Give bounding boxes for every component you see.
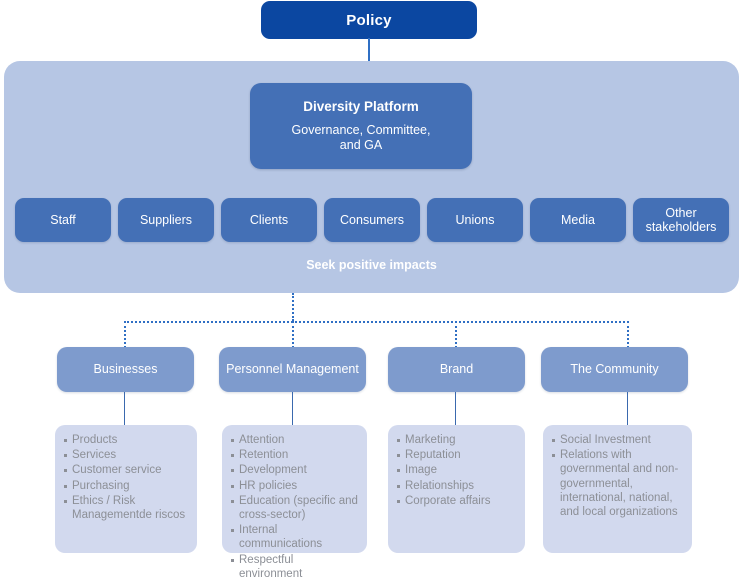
bullet-item: Marketing [396,433,517,447]
stakeholder-chip-media[interactable]: Media [530,198,626,242]
stakeholder-label: Other stakeholders [645,206,717,234]
stakeholder-chip-staff[interactable]: Staff [15,198,111,242]
column-header-brand[interactable]: Brand [388,347,525,392]
stakeholder-chip-other-stakeholders[interactable]: Other stakeholders [633,198,729,242]
stakeholder-chip-suppliers[interactable]: Suppliers [118,198,214,242]
diversity-platform-box[interactable]: Diversity Platform Governance, Committee… [250,83,472,169]
stakeholder-chip-consumers[interactable]: Consumers [324,198,420,242]
column-header-label: Businesses [93,362,158,377]
stakeholder-label: Clients [249,213,289,227]
connector-drop-brand [455,321,457,348]
policy-box[interactable]: Policy [261,1,477,39]
column-header-label: Personnel Management [226,362,359,377]
connector-policy-to-platform [368,38,370,62]
stakeholder-label: Media [560,213,596,227]
bullet-item: Relations with governmental and non-gove… [551,448,684,519]
column-header-label: The Community [570,362,659,377]
connector-drop-the-community [627,321,629,348]
column-header-businesses[interactable]: Businesses [57,347,194,392]
policy-label: Policy [346,11,392,29]
connector-drop-businesses [124,321,126,348]
bullet-item: Education (specific and cross-sector) [230,494,359,522]
column-header-personnel-management[interactable]: Personnel Management [219,347,366,392]
bullet-item: Image [396,463,517,477]
bullet-item: Retention [230,448,359,462]
stakeholder-label: Unions [455,213,495,227]
bullet-item: Corporate affairs [396,494,517,508]
bullet-item: Customer service [63,463,189,477]
connector-header-panel-brand [455,392,456,425]
bullet-item: Development [230,463,359,477]
bullet-item: Purchasing [63,479,189,493]
connector-header-panel-businesses [124,392,125,425]
bullet-item: HR policies [230,479,359,493]
connector-horizontal-bus [124,321,629,323]
bullet-item: Internal communications [230,523,359,551]
diversity-platform-subtitle: Governance, Committee,and GA [291,123,431,152]
connector-header-panel-personnel-management [292,392,293,425]
stakeholder-row: Staff Suppliers Clients Consumers Unions… [15,198,729,242]
bullet-item: Respectful environment [230,553,359,581]
bullet-item: Reputation [396,448,517,462]
diversity-platform-title: Diversity Platform [303,99,419,114]
bullet-item: Social Investment [551,433,684,447]
stakeholder-chip-unions[interactable]: Unions [427,198,523,242]
connector-drop-personnel-management [292,321,294,348]
bullet-item: Products [63,433,189,447]
org-diagram: Policy Diversity Platform Governance, Co… [4,1,739,580]
bullet-item: Attention [230,433,359,447]
stakeholder-label: Consumers [340,213,404,227]
connector-header-panel-the-community [627,392,628,425]
column-header-the-community[interactable]: The Community [541,347,688,392]
stakeholder-label: Suppliers [139,213,193,227]
bullet-item: Services [63,448,189,462]
stakeholder-chip-clients[interactable]: Clients [221,198,317,242]
bullet-item: Ethics / Risk Managementde riscos [63,494,189,522]
stakeholder-label: Staff [50,213,76,227]
bullet-item: Relationships [396,479,517,493]
connector-stem-down [292,293,296,321]
column-header-label: Brand [439,362,474,377]
seek-positive-impacts-label: Seek positive impacts [306,258,437,272]
